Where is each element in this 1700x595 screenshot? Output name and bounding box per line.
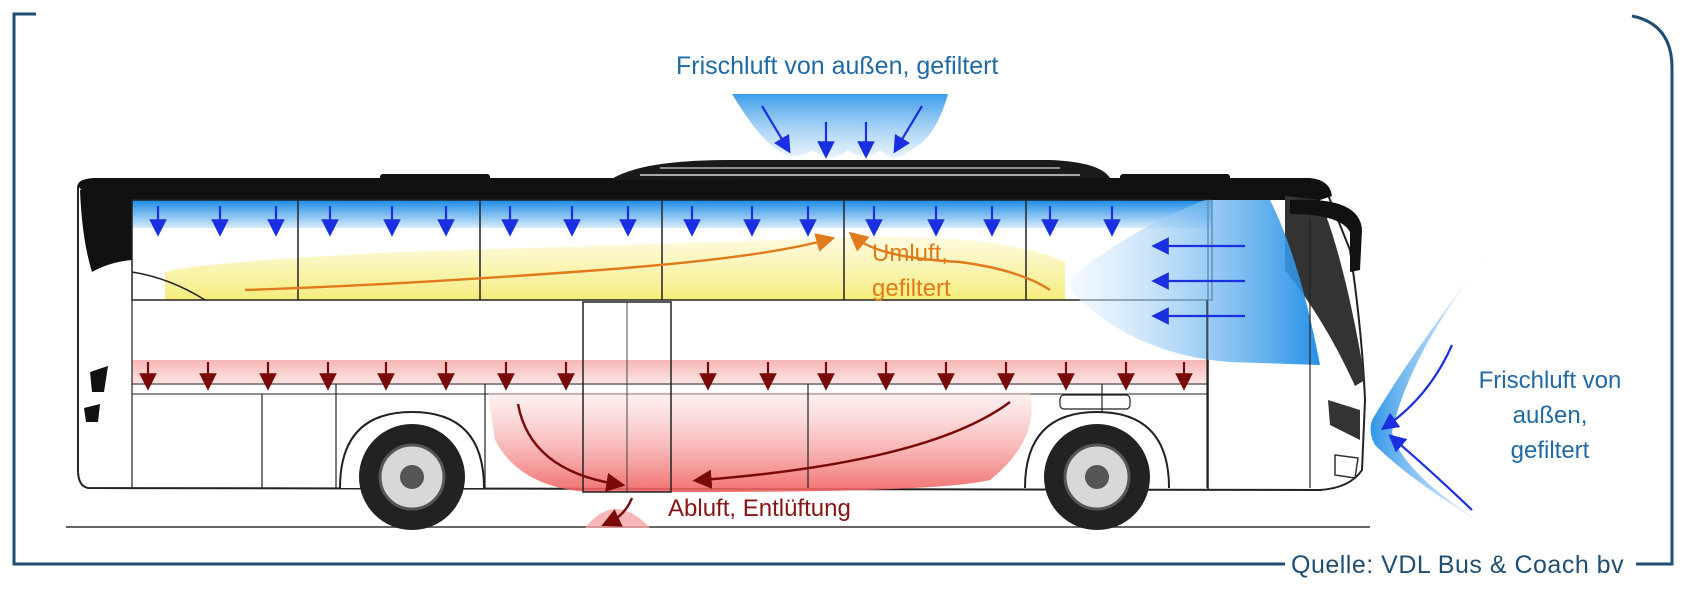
recirculation-arrows bbox=[244, 231, 1051, 292]
fresh-air-front-label-line-3: gefiltert bbox=[1510, 437, 1590, 464]
mirror bbox=[1290, 199, 1362, 272]
fresh-air-roof-plume bbox=[732, 94, 948, 158]
fresh-air-ceiling-band bbox=[132, 200, 1212, 228]
exhaust-arrows bbox=[516, 401, 1011, 527]
recirculation-label: Umluft, gefiltert bbox=[872, 236, 951, 306]
fresh-air-front-label: Frischluft von außen, gefiltert bbox=[1460, 363, 1640, 468]
ceiling-arrows bbox=[149, 206, 1121, 237]
fresh-air-front-label-line-2: außen, bbox=[1512, 402, 1588, 429]
frame bbox=[12, 12, 1674, 566]
front-cabin-arrows bbox=[1151, 237, 1245, 325]
floor-arrows bbox=[139, 362, 1193, 391]
recirculation-label-line-1: Umluft, bbox=[872, 240, 949, 267]
fresh-air-front-plume bbox=[1370, 245, 1495, 522]
fresh-air-front-label-line-1: Frischluft von bbox=[1478, 367, 1622, 394]
fresh-air-front-cabin-plume bbox=[1070, 200, 1320, 365]
exhaust-band bbox=[132, 360, 1207, 385]
exhaust-zone bbox=[488, 392, 1032, 492]
exhaust-label: Abluft, Entlüftung bbox=[668, 495, 851, 522]
fresh-air-roof-label: Frischluft von außen, gefiltert bbox=[676, 52, 999, 80]
recirculation-label-line-2: gefiltert bbox=[872, 275, 951, 302]
front-lights bbox=[1328, 400, 1360, 479]
source-credit: Quelle: VDL Bus & Coach bv bbox=[1287, 551, 1629, 580]
rear-lights bbox=[84, 366, 108, 422]
door bbox=[582, 301, 672, 493]
wheel-front bbox=[1024, 410, 1170, 530]
wheel-rear bbox=[339, 410, 485, 530]
roof-arrows bbox=[761, 105, 923, 159]
front-plume-arrows bbox=[1380, 344, 1473, 511]
